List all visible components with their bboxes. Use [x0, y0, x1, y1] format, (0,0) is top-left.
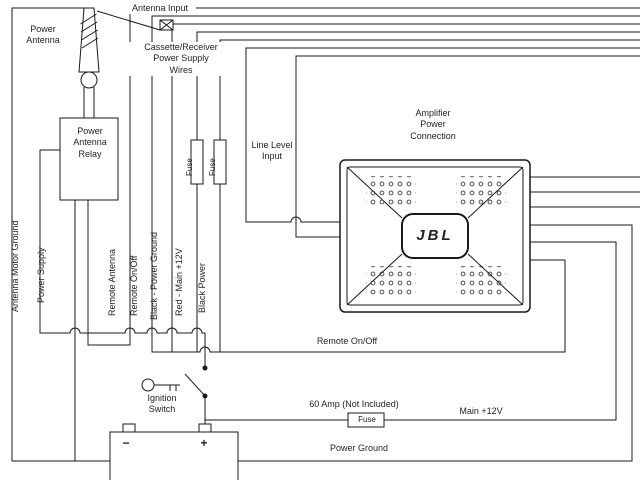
label-power-antenna: Power Antenna	[16, 24, 70, 47]
ground-wire	[11, 7, 633, 462]
battery-box	[109, 431, 239, 480]
label-power-ground: Power Ground	[316, 443, 402, 455]
wiring-lines	[11, 7, 640, 462]
label-cassette-wires: Cassette/Receiver Power Supply Wires	[126, 42, 236, 76]
line-level-wire-1	[245, 47, 640, 223]
black-power-wire	[219, 39, 640, 352]
label-red-main-12v: Red - Main +12V	[174, 248, 184, 316]
label-black-power-ground: Black - Power Ground	[149, 231, 159, 320]
label-fuse-inline: Fuse	[358, 415, 376, 424]
ignition-switch-contact	[184, 365, 208, 399]
label-ignition-switch: Ignition Switch	[130, 393, 194, 416]
main-12v-wire	[205, 241, 617, 421]
label-fuse-left: Fuse	[185, 158, 194, 176]
power-antenna-icon	[78, 7, 100, 118]
grille-dots	[366, 176, 506, 296]
label-amplifier-power-connection: Amplifier Power Connection	[394, 108, 472, 142]
remote-antenna-wire	[87, 7, 640, 346]
label-remote-on-off: Remote On/Off	[298, 336, 396, 348]
label-antenna-input: Antenna Input	[124, 3, 196, 15]
battery-terminal-plus	[198, 423, 212, 433]
fuse-right-body	[213, 139, 227, 185]
antenna-lead-wire	[96, 10, 161, 31]
label-remote-on-off-vertical: Remote On/Off	[129, 255, 139, 316]
red-main-12v-wire	[196, 31, 640, 352]
jbl-badge	[401, 213, 469, 259]
power-supply-wire	[39, 149, 206, 366]
label-main-12v: Main +12V	[448, 406, 514, 418]
line-level-wire-2	[295, 55, 640, 238]
label-line-level-input: Line Level Input	[251, 140, 293, 162]
label-power-supply: Power Supply	[36, 247, 46, 303]
label-black-power: Black Power	[197, 262, 207, 313]
label-antenna-motor-ground: Antenna Motor Ground	[10, 220, 20, 312]
label-battery-plus: +	[200, 436, 208, 450]
fuse-bodies	[190, 139, 385, 428]
relay-box	[59, 117, 119, 201]
ignition-key-icon	[141, 378, 180, 392]
battery	[109, 423, 239, 480]
label-relay: Power Antenna Relay	[73, 126, 107, 159]
amplifier	[339, 159, 531, 313]
antenna-input-connector	[159, 19, 174, 31]
fuse-left-body	[190, 139, 204, 185]
label-remote-antenna: Remote Antenna	[107, 248, 117, 316]
remote-on-off-wire	[151, 15, 640, 353]
amp-logo-text: JBL	[416, 227, 454, 244]
fuse-inline-body	[347, 412, 385, 428]
label-fuse-right: Fuse	[208, 158, 217, 176]
label-60-amp: 60 Amp (Not Included)	[294, 399, 414, 411]
battery-terminal-minus	[122, 423, 136, 433]
label-battery-minus: −	[122, 436, 130, 450]
